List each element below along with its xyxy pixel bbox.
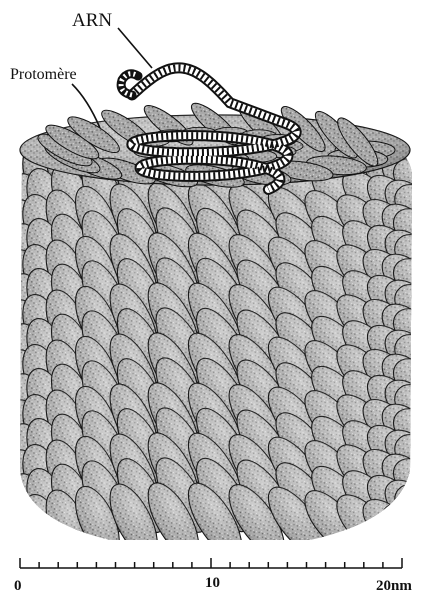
scale-tick-label-10: 10 [205, 575, 220, 592]
arn-label: ARN [72, 10, 112, 32]
protomer-subunits [0, 125, 427, 564]
protomer-subunit [0, 502, 38, 553]
arn-leader-line [118, 28, 152, 68]
scale-tick-label-0: 0 [14, 578, 22, 595]
scale-bar [20, 558, 402, 568]
protomere-label: Protomère [10, 66, 77, 84]
scale-tick-label-20: 20nm [376, 578, 412, 595]
protomer-subunit [386, 501, 427, 556]
